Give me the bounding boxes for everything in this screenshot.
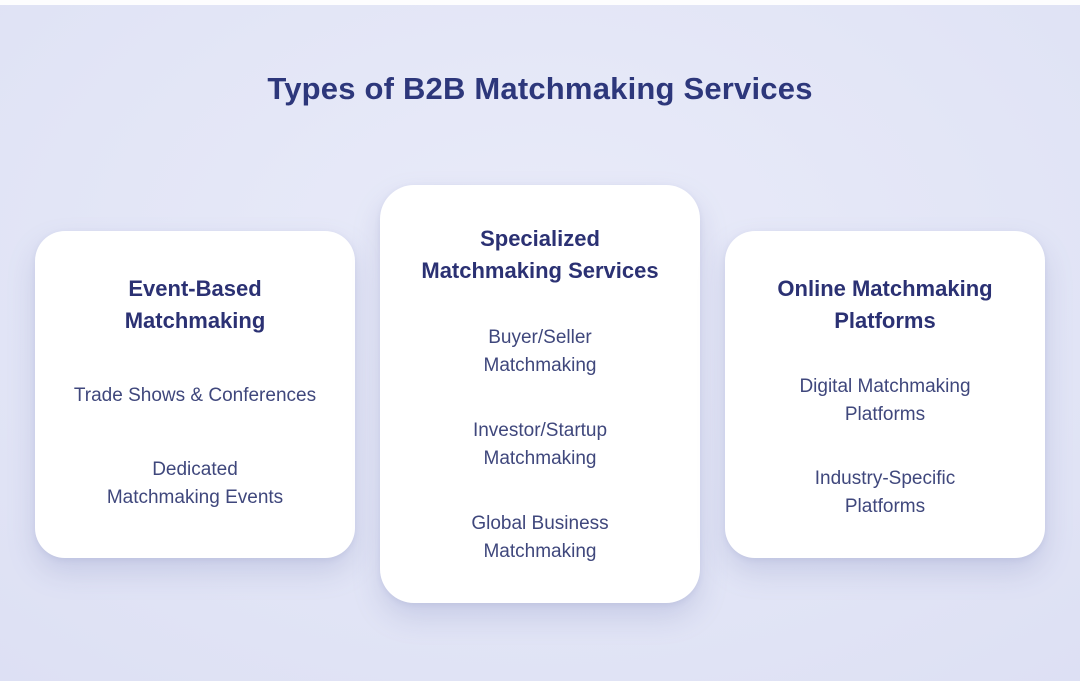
page-title: Types of B2B Matchmaking Services xyxy=(267,71,813,106)
card-specialized-matchmaking-services: Specialized Matchmaking Services Buyer/S… xyxy=(380,185,700,604)
card-items: Buyer/Seller Matchmaking Investor/Startu… xyxy=(380,287,700,603)
card-item: Industry-Specific Platforms xyxy=(814,468,956,518)
card-items: Trade Shows & Conferences Dedicated Matc… xyxy=(35,336,355,557)
card-item: Dedicated Matchmaking Events xyxy=(106,459,284,508)
card-title: Event-Based Matchmaking xyxy=(124,275,266,333)
card-title: Specialized Matchmaking Services xyxy=(421,226,659,284)
card-title: Online Matchmaking Platforms xyxy=(777,275,993,333)
card-item: Investor/Startup Matchmaking xyxy=(472,420,608,470)
card-item: Buyer/Seller Matchmaking xyxy=(483,327,597,377)
cards-row: Event-Based Matchmaking Trade Shows & Co… xyxy=(0,185,1080,604)
card-item: Trade Shows & Conferences xyxy=(73,385,317,407)
card-online-matchmaking-platforms: Online Matchmaking Platforms Digital Mat… xyxy=(725,230,1045,558)
card-items: Digital Matchmaking Platforms Industry-S… xyxy=(725,336,1045,557)
top-strip xyxy=(0,0,1080,5)
card-item: Digital Matchmaking Platforms xyxy=(799,375,971,425)
card-item: Global Business Matchmaking xyxy=(471,513,609,563)
card-event-based-matchmaking: Event-Based Matchmaking Trade Shows & Co… xyxy=(35,230,355,558)
